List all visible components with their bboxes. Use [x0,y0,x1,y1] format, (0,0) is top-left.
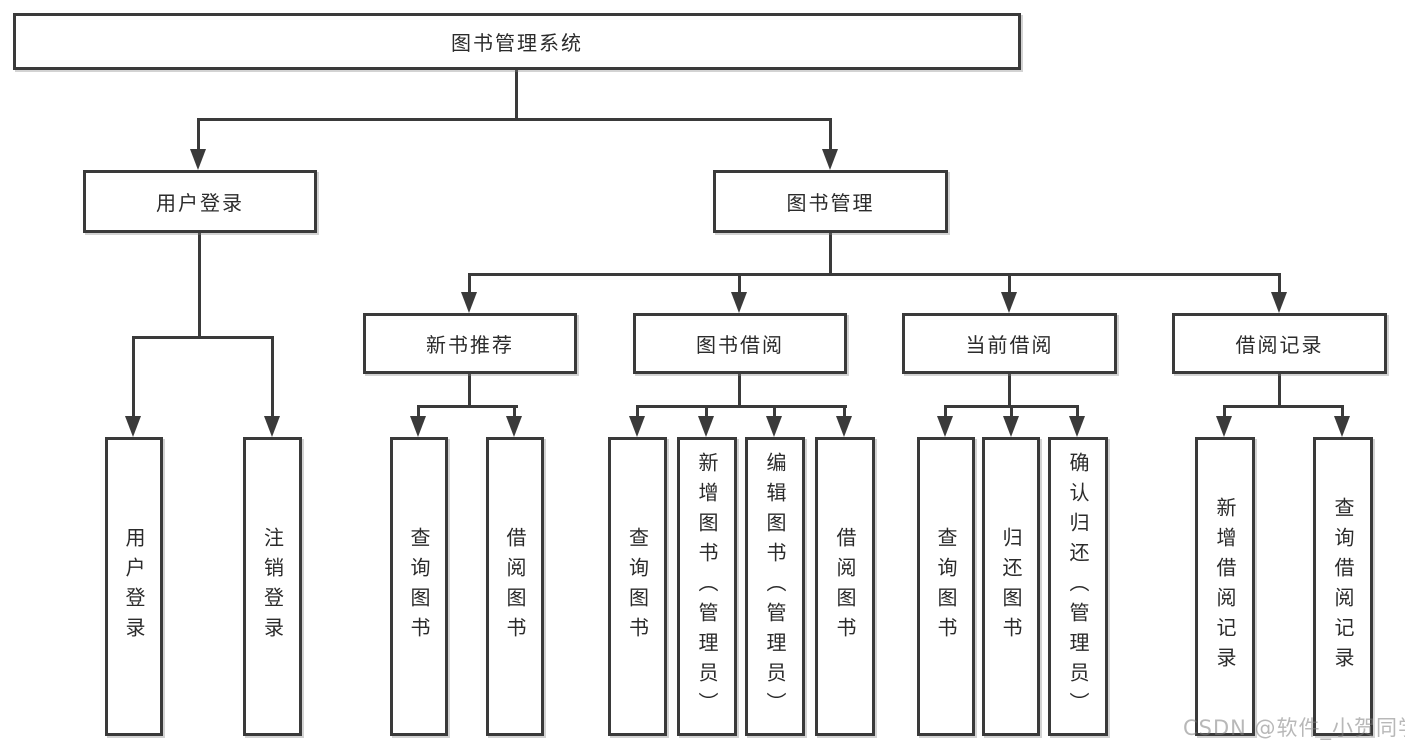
arrow-down-icon [937,416,953,437]
connector-line [1010,405,1013,421]
arrow-down-icon [629,416,645,437]
connector-line [829,118,832,152]
connector-line [738,374,741,408]
arrow-down-icon [506,416,522,437]
connector-line [468,273,471,293]
leaf-records-add-record: 新增借阅记录 [1195,437,1255,736]
connector-line [417,405,420,421]
connector-line [1076,405,1079,421]
leaf-label: 归还图书 [999,526,1023,647]
node-label: 用户登录 [156,191,244,215]
leaf-current-confirm-return-admin: 确认归还（管理员） [1048,437,1108,736]
csdn-watermark: CSDN @软件_小贺同学 [1183,716,1405,740]
node-label: 当前借阅 [965,333,1054,357]
arrow-down-icon [410,416,426,437]
leaf-logout: 注销登录 [243,437,302,736]
connector-line [197,118,200,152]
arrow-down-icon [1216,416,1232,437]
leaf-borrowing-edit-book-admin: 编辑图书（管理员） [745,437,805,736]
leaf-label: 借阅图书 [833,526,857,647]
node-label: 借阅记录 [1235,333,1324,357]
leaf-label: 注销登录 [260,526,285,647]
leaf-user-login: 用户登录 [105,437,163,736]
arrow-down-icon [190,149,206,170]
leaf-current-return-book: 归还图书 [982,437,1040,736]
leaf-current-query-book: 查询图书 [917,437,975,736]
connector-line [468,374,471,408]
arrow-down-icon [766,416,782,437]
node-library-management-system: 图书管理系统 [13,13,1021,70]
leaf-label: 确认归还（管理员） [1066,451,1090,722]
arrow-down-icon [1334,416,1350,437]
node-label: 图书借阅 [696,333,784,357]
connector-line [705,405,708,421]
node-label: 新书推荐 [426,333,514,357]
arrow-down-icon [822,149,838,170]
arrow-down-icon [1001,292,1017,313]
leaf-label: 查询图书 [934,526,958,647]
node-borrowing-records: 借阅记录 [1172,313,1387,374]
connector-line [1278,273,1281,293]
leaf-recommend-borrow-book: 借阅图书 [486,437,544,736]
connector-line [1008,273,1011,293]
connector-line [636,405,639,421]
connector-line [198,233,201,339]
connector-line [515,70,518,118]
connector-line [843,405,846,421]
connector-line [271,336,274,420]
connector-line [468,273,1281,276]
node-label: 图书管理 [786,191,875,215]
connector-line [417,405,518,408]
leaf-label: 借阅图书 [503,526,527,647]
connector-line [1278,374,1281,408]
arrow-down-icon [1003,416,1019,437]
leaf-borrowing-query-book: 查询图书 [608,437,667,736]
connector-line [1223,405,1226,421]
arrow-down-icon [1069,416,1085,437]
connector-line [773,405,776,421]
connector-line [513,405,516,421]
node-label: 图书管理系统 [451,31,583,55]
arrow-down-icon [731,292,747,313]
node-book-borrowing: 图书借阅 [633,313,847,374]
node-user-login: 用户登录 [83,170,317,233]
leaf-label: 查询图书 [407,526,431,647]
leaf-label: 查询借阅记录 [1331,496,1355,677]
leaf-label: 用户登录 [122,526,146,647]
leaf-label: 新增图书（管理员） [695,451,719,722]
connector-line [197,118,832,121]
leaf-label: 新增借阅记录 [1213,496,1237,677]
connector-line [132,336,135,420]
connector-line [1223,405,1344,408]
leaf-label: 编辑图书（管理员） [763,451,787,722]
connector-line [738,273,741,293]
leaf-records-query-record: 查询借阅记录 [1313,437,1373,736]
arrow-down-icon [461,292,477,313]
leaf-borrowing-add-book-admin: 新增图书（管理员） [677,437,737,736]
connector-line [829,233,832,276]
connector-line [1008,374,1011,408]
arrow-down-icon [836,416,852,437]
arrow-down-icon [1271,292,1287,313]
connector-line [636,405,847,408]
arrow-down-icon [125,416,141,437]
node-current-borrowing: 当前借阅 [902,313,1117,374]
arrow-down-icon [264,416,280,437]
leaf-recommend-query-book: 查询图书 [390,437,448,736]
connector-line [944,405,947,421]
node-book-management: 图书管理 [713,170,948,233]
node-new-book-recommendation: 新书推荐 [363,313,577,374]
leaf-borrowing-borrow-book: 借阅图书 [815,437,875,736]
connector-line [1341,405,1344,421]
leaf-label: 查询图书 [625,526,650,647]
connector-line [132,336,274,339]
arrow-down-icon [698,416,714,437]
